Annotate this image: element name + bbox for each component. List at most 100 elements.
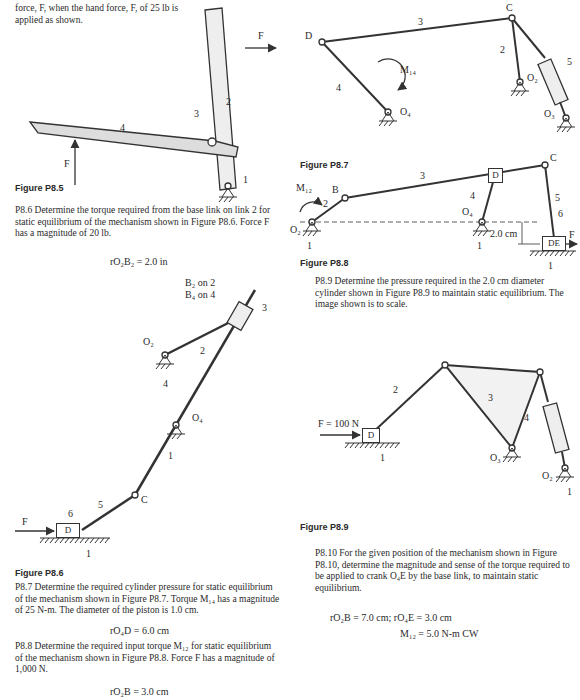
problem-text: P8.8 Determine the required input torque… bbox=[15, 641, 280, 676]
ground-hatch bbox=[105, 538, 109, 543]
problem-text: P8.6 Determine the torque required from … bbox=[15, 205, 280, 240]
part-label: O₂ bbox=[290, 224, 301, 236]
ground-hatch bbox=[530, 251, 534, 256]
ground-hatch bbox=[516, 91, 520, 96]
part-label: 2 bbox=[393, 384, 398, 396]
ground-hatch bbox=[80, 538, 84, 543]
part-label: D bbox=[305, 30, 312, 42]
ground-hatch bbox=[561, 477, 565, 482]
part-label: 4 bbox=[524, 412, 529, 424]
part-label: F bbox=[258, 30, 264, 42]
ground-hatch bbox=[384, 121, 388, 126]
ground-hatch bbox=[167, 434, 171, 439]
ground-hatch bbox=[560, 251, 564, 256]
ground-hatch bbox=[380, 443, 384, 448]
ground-hatch bbox=[345, 443, 349, 448]
part-label: rO₂B₂ = 2.0 in bbox=[110, 256, 168, 268]
part-label: F bbox=[569, 229, 575, 241]
slider-label: D bbox=[65, 526, 72, 535]
ground-hatch bbox=[365, 443, 369, 448]
ground-hatch bbox=[65, 538, 69, 543]
ground-hatch bbox=[565, 251, 569, 256]
ground-hatch bbox=[513, 457, 517, 462]
ground-hatch bbox=[520, 82, 526, 91]
problem-text: P8.9 Determine the pressure required in … bbox=[315, 276, 570, 311]
ground-hatch bbox=[395, 443, 399, 448]
ground-hatch bbox=[176, 425, 182, 434]
ground-hatch bbox=[45, 538, 49, 543]
ground-hatch bbox=[388, 112, 394, 121]
ground-hatch bbox=[506, 448, 512, 457]
part-label: 2 bbox=[200, 345, 205, 357]
ground-hatch bbox=[40, 538, 44, 543]
ground-hatch bbox=[557, 127, 561, 132]
part-label: O₄ bbox=[192, 412, 203, 424]
part-label: 1 bbox=[380, 452, 385, 464]
ground-hatch bbox=[355, 443, 359, 448]
problem-text: P8.10 For the given position of the mech… bbox=[315, 548, 570, 594]
slider-block: DE bbox=[542, 236, 566, 251]
part-label: B₂ on 2 bbox=[185, 277, 215, 289]
part-label: 4 bbox=[336, 82, 341, 94]
ground-hatch bbox=[156, 364, 160, 369]
problem-text: force, F, when the hand force, F, of 25 … bbox=[15, 3, 185, 26]
slider-block: D bbox=[488, 168, 503, 183]
ground-hatch bbox=[483, 231, 487, 236]
ground-hatch bbox=[303, 231, 307, 236]
ground-hatch bbox=[222, 188, 228, 197]
part-label: M₁₂ bbox=[296, 182, 312, 194]
slider-block: D bbox=[56, 523, 80, 538]
ground-hatch bbox=[567, 127, 571, 132]
figure-caption: Figure P8.6 bbox=[15, 568, 64, 579]
slider-label: DE bbox=[548, 239, 560, 248]
part-label: 3 bbox=[420, 170, 425, 182]
ground-hatch bbox=[512, 448, 518, 457]
ground-hatch bbox=[75, 538, 79, 543]
ground-hatch bbox=[535, 251, 539, 256]
ground-hatch bbox=[159, 355, 165, 364]
ground-hatch bbox=[476, 222, 482, 231]
part-label: 3 bbox=[262, 302, 267, 314]
ground-hatch bbox=[385, 443, 389, 448]
ground-hatch bbox=[473, 231, 477, 236]
part-label: rO₂B = 7.0 cm; rO₄E = 3.0 cm bbox=[330, 612, 452, 624]
ground-hatch bbox=[55, 538, 59, 543]
ground-hatch bbox=[219, 197, 223, 202]
ground-hatch bbox=[503, 457, 507, 462]
part-label: 1 bbox=[168, 450, 173, 462]
ground-hatch bbox=[170, 425, 176, 434]
ground-hatch bbox=[95, 538, 99, 543]
part-label: O₄ bbox=[400, 106, 411, 118]
slider-label: D bbox=[492, 171, 499, 180]
slider-label: D bbox=[368, 431, 375, 440]
problem-text: P8.7 Determine the required cylinder pre… bbox=[15, 582, 280, 617]
figure-caption: Figure P8.9 bbox=[300, 522, 349, 533]
ground-hatch bbox=[85, 538, 89, 543]
part-label: 5 bbox=[567, 56, 572, 68]
part-label: rO₄D = 6.0 cm bbox=[110, 625, 169, 637]
ground-hatch bbox=[560, 118, 566, 127]
ground-hatch bbox=[562, 127, 566, 132]
part-label: 1 bbox=[548, 260, 553, 272]
ground-hatch bbox=[60, 538, 64, 543]
figure-caption: Figure P8.7 bbox=[300, 160, 349, 171]
part-label: M₁₄ bbox=[400, 64, 416, 76]
ground-hatch bbox=[566, 118, 572, 127]
figure-caption: Figure P8.8 bbox=[300, 258, 349, 269]
ground-hatch bbox=[511, 91, 515, 96]
ground-hatch bbox=[306, 222, 312, 231]
part-label: rO₂B = 3.0 cm bbox=[110, 686, 169, 698]
ground-hatch bbox=[360, 443, 364, 448]
ground-hatch bbox=[228, 188, 234, 197]
part-label: O₃ bbox=[490, 452, 501, 464]
ground-hatch bbox=[50, 538, 54, 543]
part-label: 4 bbox=[470, 190, 475, 202]
part-label: 3 bbox=[488, 392, 493, 404]
part-label: 1 bbox=[86, 548, 91, 560]
part-label: O₂ bbox=[527, 72, 538, 84]
ground-hatch bbox=[224, 197, 228, 202]
ground-hatch bbox=[375, 443, 379, 448]
part-label: 2.0 cm bbox=[490, 228, 517, 240]
part-label: 1 bbox=[567, 486, 572, 498]
ground-hatch bbox=[390, 443, 394, 448]
